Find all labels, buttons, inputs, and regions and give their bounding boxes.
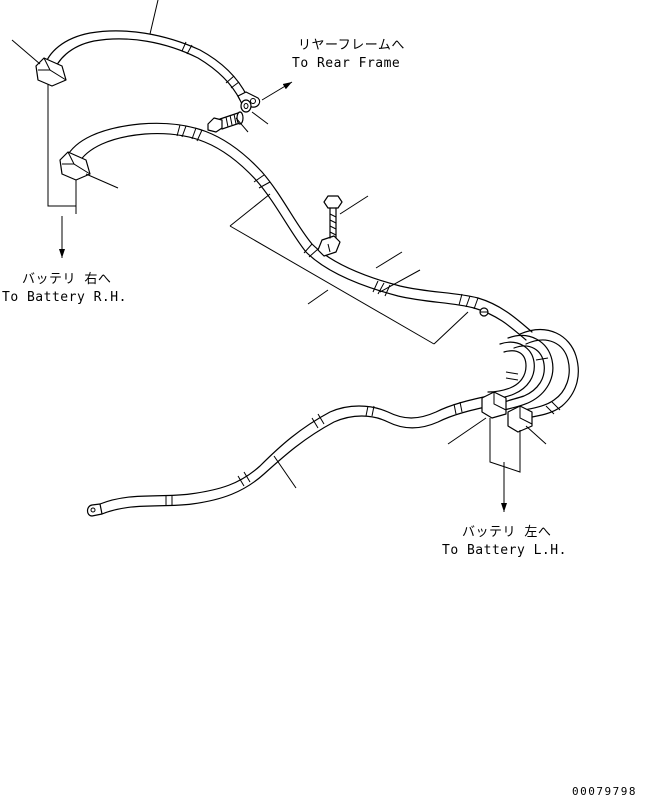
- small-clip: [479, 307, 489, 317]
- lh-battery-clamps: [481, 391, 533, 433]
- rear-frame-label-en: To Rear Frame: [292, 56, 401, 71]
- battery-lh-label-jp: バッテリ 左へ: [462, 525, 552, 540]
- lower-battery-rh-clamp: [59, 151, 91, 181]
- battery-rh-label-jp: バッテリ 右へ: [22, 272, 112, 287]
- upper-battery-clamp: [35, 57, 67, 87]
- battery-rh-label-en: To Battery R.H.: [2, 290, 127, 305]
- drawing-number: 00079798: [572, 785, 637, 798]
- clamp-bolt: [323, 195, 343, 239]
- battery-lh-label-en: To Battery L.H.: [442, 543, 567, 558]
- upper-ground-cable: [43, 30, 261, 108]
- arrow-to-rear-frame: [261, 81, 293, 101]
- mounting-bolt: [207, 111, 244, 133]
- rear-frame-label-jp: リヤーフレームへ: [298, 38, 405, 53]
- leader-lines: [11, 0, 547, 489]
- main-cable-lower-segment: [86, 395, 491, 517]
- washer: [240, 99, 252, 113]
- main-cable-upper-segment: [65, 122, 533, 341]
- cable-clip: [317, 235, 341, 257]
